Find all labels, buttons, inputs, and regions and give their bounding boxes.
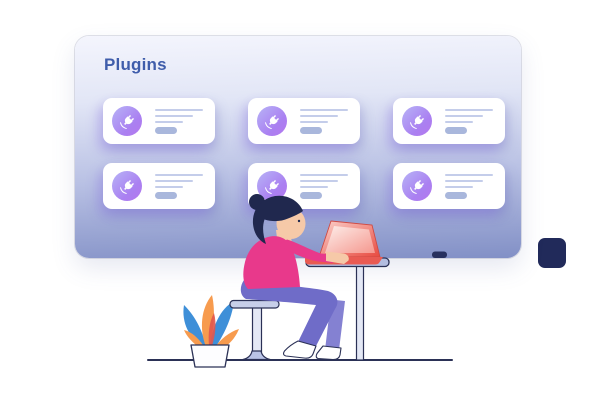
plugin-card[interactable]	[248, 98, 360, 144]
plugin-cards-grid	[103, 98, 505, 209]
placeholder-text-block	[155, 108, 203, 134]
plugin-card[interactable]	[393, 163, 505, 209]
plugin-icon-badge	[112, 171, 142, 201]
placeholder-text-block	[300, 108, 348, 134]
placeholder-line	[445, 185, 473, 188]
woman	[240, 194, 349, 361]
plug-icon	[409, 179, 424, 194]
placeholder-line	[445, 114, 483, 117]
placeholder-line	[300, 114, 338, 117]
placeholder-line	[155, 114, 193, 117]
plugin-card[interactable]	[393, 98, 505, 144]
plug-icon	[264, 179, 279, 194]
placeholder-pill	[155, 126, 177, 134]
placeholder-line	[155, 185, 183, 188]
placeholder-line	[445, 108, 493, 111]
placeholder-line	[300, 108, 348, 111]
plugin-icon-badge	[112, 106, 142, 136]
placeholder-line	[155, 179, 193, 182]
placeholder-line	[300, 173, 348, 176]
placeholder-pill	[300, 126, 322, 134]
accent-square	[538, 238, 566, 268]
plugins-panel: Plugins	[75, 36, 521, 258]
placeholder-line	[445, 179, 483, 182]
placeholder-line	[300, 179, 338, 182]
mouse	[432, 251, 447, 258]
placeholder-text-block	[155, 173, 203, 199]
placeholder-text-block	[445, 108, 493, 134]
plug-icon	[119, 114, 134, 129]
laptop	[305, 220, 383, 265]
stool	[229, 299, 280, 361]
plugin-card[interactable]	[103, 98, 215, 144]
placeholder-line	[445, 173, 493, 176]
placeholder-text-block	[300, 173, 348, 199]
placeholder-line	[155, 173, 203, 176]
plugin-icon-badge	[402, 171, 432, 201]
placeholder-line	[155, 120, 183, 123]
plug-icon	[264, 114, 279, 129]
plugin-icon-badge	[402, 106, 432, 136]
panel-title: Plugins	[104, 55, 167, 74]
plugin-icon-badge	[257, 106, 287, 136]
placeholder-line	[300, 185, 328, 188]
potted-plant	[183, 295, 239, 368]
woman-at-desk-illustration	[147, 194, 453, 368]
placeholder-pill	[300, 191, 322, 199]
placeholder-pill	[445, 191, 467, 199]
placeholder-line	[300, 120, 328, 123]
plug-icon	[409, 114, 424, 129]
plugin-card[interactable]	[103, 163, 215, 209]
placeholder-pill	[445, 126, 467, 134]
placeholder-line	[445, 120, 473, 123]
plug-icon	[119, 179, 134, 194]
placeholder-line	[155, 108, 203, 111]
placeholder-text-block	[445, 173, 493, 199]
placeholder-pill	[155, 191, 177, 199]
